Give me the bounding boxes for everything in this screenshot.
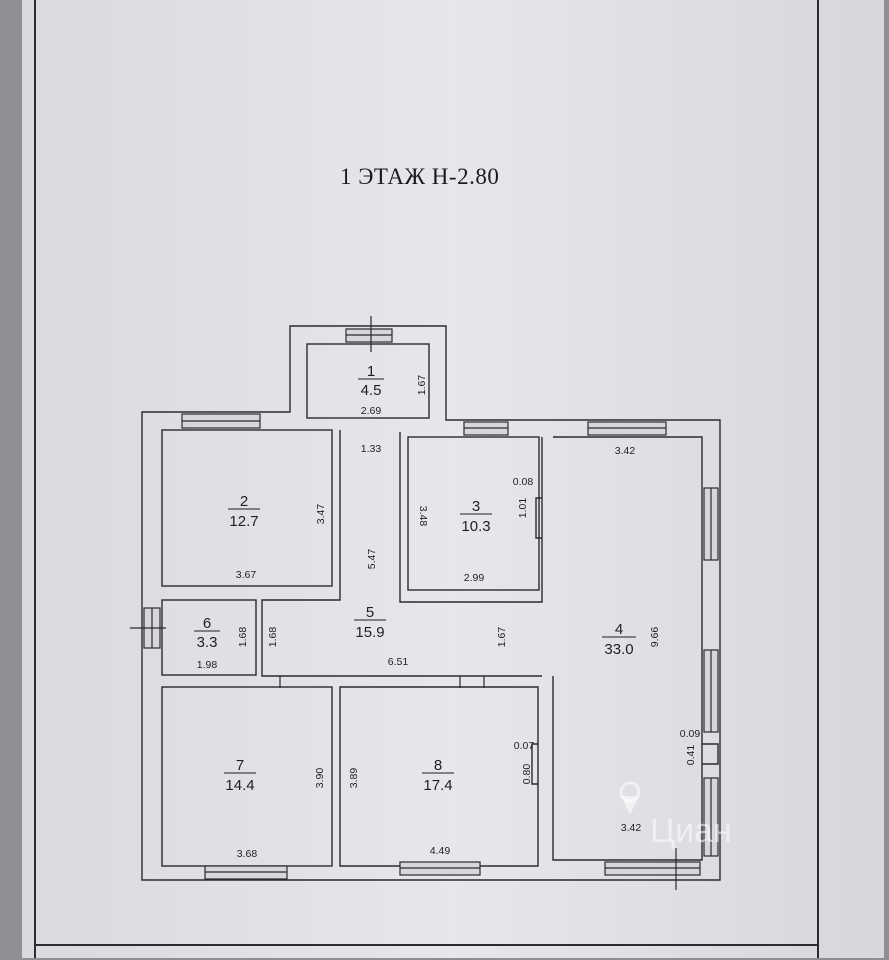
room-4-area: 33.0	[604, 641, 633, 658]
dim-r6-width: 1.98	[197, 659, 218, 671]
frame-line-bottom	[34, 944, 819, 946]
dim-r8-height: 3.89	[348, 768, 360, 789]
dim-r8-door: 0.80	[521, 764, 533, 785]
dim-r4-top: 3.42	[615, 445, 636, 457]
dim-r1-height: 1.67	[416, 375, 428, 396]
room-8-label: 8 17.4	[422, 757, 454, 794]
room-2-number: 2	[240, 493, 248, 510]
room-1-label: 1 4.5	[358, 363, 384, 399]
room-6-area: 3.3	[197, 634, 218, 651]
dimension-labels: 2.69 1.67 1.33 3.47 3.67 3.48 0.08 1.01 …	[197, 375, 701, 860]
dim-r7-height: 3.90	[314, 768, 326, 789]
room-1-area: 4.5	[361, 382, 382, 399]
entrance-marks	[130, 316, 677, 890]
room-6-number: 6	[203, 615, 211, 632]
dim-r5-left: 1.68	[267, 627, 279, 648]
dim-r1-width: 2.69	[361, 405, 382, 417]
dim-r3-width: 2.99	[464, 572, 485, 584]
dim-r2-height: 3.47	[315, 504, 327, 525]
windows	[143, 328, 719, 880]
room-4-label: 4 33.0	[602, 621, 636, 658]
room-3-area: 10.3	[461, 518, 490, 535]
room-5-number: 5	[366, 604, 374, 621]
room-8-number: 8	[434, 757, 442, 774]
room-5-label: 5 15.9	[354, 604, 386, 641]
room-3-label: 3 10.3	[460, 498, 492, 535]
room-2-area: 12.7	[229, 513, 258, 530]
room-6-label: 6 3.3	[194, 615, 220, 651]
frame-line-left	[34, 0, 36, 958]
room-5-area: 15.9	[355, 624, 384, 641]
dim-r3-door: 1.01	[517, 498, 529, 519]
dim-r8-wall: 0.07	[514, 740, 535, 752]
dim-r5-width: 6.51	[388, 656, 409, 668]
room-3-number: 3	[472, 498, 480, 515]
dim-corridor-top: 1.33	[361, 443, 382, 455]
dim-r5-right: 1.67	[496, 627, 508, 648]
plan-sheet: 1 ЭТАЖ Н-2.80	[22, 0, 884, 958]
dim-r8-width: 4.49	[430, 845, 451, 857]
watermark: Циан	[619, 781, 732, 850]
room-7-label: 7 14.4	[224, 757, 256, 794]
frame-line-right	[817, 0, 819, 958]
dim-r7-width: 3.68	[237, 848, 258, 860]
room-labels: 1 4.5 2 12.7 3 10.3 4 33.0 5 15.9 6 3.3	[194, 363, 636, 794]
dim-r6-height: 1.68	[237, 627, 249, 648]
room-7-area: 14.4	[225, 777, 254, 794]
dim-r3-height: 3.48	[417, 506, 429, 527]
dim-r4-door: 0.41	[685, 745, 697, 766]
room-7-number: 7	[236, 757, 244, 774]
room-4-number: 4	[615, 621, 623, 638]
room-1-number: 1	[367, 363, 375, 380]
dim-r4-height: 9.66	[649, 627, 661, 648]
watermark-text: Циан	[650, 812, 732, 850]
dim-r5-length: 5.47	[366, 549, 378, 570]
dim-r3-wall: 0.08	[513, 476, 534, 488]
dim-r4-wall: 0.09	[680, 728, 701, 740]
room-8-area: 17.4	[423, 777, 452, 794]
floor-title: 1 ЭТАЖ Н-2.80	[340, 164, 500, 189]
dim-r2-width: 3.67	[236, 569, 257, 581]
room-2-label: 2 12.7	[228, 493, 260, 530]
dim-r4-bottom: 3.42	[621, 822, 642, 834]
